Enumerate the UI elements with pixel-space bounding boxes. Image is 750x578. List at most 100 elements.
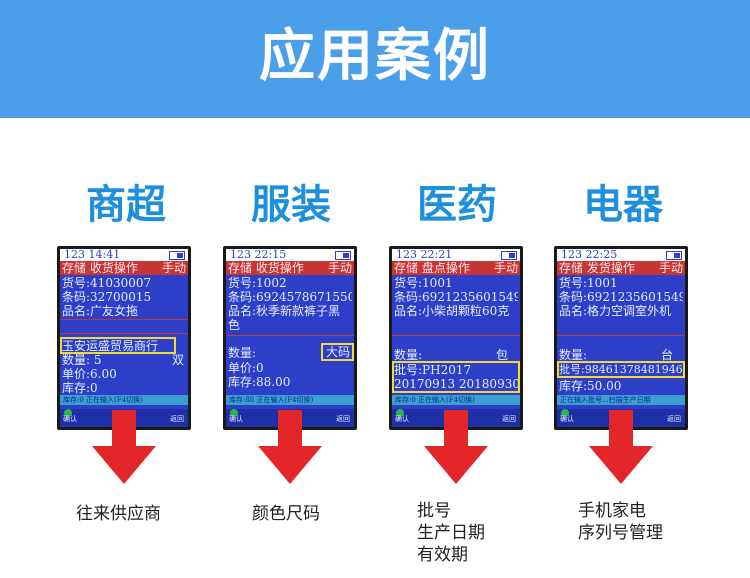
production-expiry-dates: 20170913 20180930 bbox=[394, 377, 518, 391]
device-screenshot-medicine: 123 22:21 存储 盘点操作 手动 货号:1001 条码:69212356… bbox=[389, 246, 523, 430]
serial-number: 批号:98461378481946 bbox=[559, 363, 683, 376]
quantity-label: 数量: bbox=[394, 348, 423, 362]
description-line: 颜色尺码 bbox=[252, 504, 320, 524]
status-time: 123 22:15 bbox=[230, 248, 287, 261]
divider bbox=[557, 335, 685, 336]
quantity-label: 数量: bbox=[559, 348, 588, 362]
quantity-unit: 台 bbox=[660, 348, 673, 362]
divider bbox=[392, 335, 520, 336]
quantity-value: 5 bbox=[93, 353, 102, 367]
quantity-unit: 双 bbox=[171, 353, 184, 367]
item-code: 货号:1002 bbox=[228, 276, 287, 290]
device-screenshot-clothing: 123 22:15 存储 收货操作 手动 货号:1002 条码:69245786… bbox=[223, 246, 357, 430]
device-screen: 123 14:41 存储 收货操作 手动 货号:41030007 条码:3270… bbox=[60, 249, 188, 427]
unit-price: 单价:6.00 bbox=[62, 367, 117, 381]
check-icon bbox=[230, 409, 238, 417]
back-softkey[interactable]: 返回 bbox=[336, 414, 350, 423]
device-screen: 123 22:25 存储 发货操作 手动 货号:1001 条码:69212356… bbox=[557, 249, 685, 427]
back-softkey[interactable]: 返回 bbox=[170, 414, 184, 423]
device-screenshot-appliance: 123 22:25 存储 发货操作 手动 货号:1001 条码:69212356… bbox=[554, 246, 688, 430]
operation-header: 存储 收货操作 手动 bbox=[226, 261, 354, 275]
stock: 库存:0 bbox=[62, 381, 98, 395]
item-code: 货号:1001 bbox=[394, 276, 453, 290]
input-mode: 手动 bbox=[327, 261, 352, 275]
input-status-bar: 库存:0 正在输入(F4切换) bbox=[60, 395, 188, 405]
status-time: 123 22:25 bbox=[561, 248, 618, 261]
product-name: 品名:格力空调室外机 bbox=[559, 304, 672, 318]
device-screen: 123 22:21 存储 盘点操作 手动 货号:1001 条码:69212356… bbox=[392, 249, 520, 427]
item-code: 货号:1001 bbox=[559, 276, 618, 290]
quantity-unit: 包 bbox=[495, 348, 508, 362]
input-mode: 手动 bbox=[493, 261, 518, 275]
banner-title: 应用案例 bbox=[259, 24, 491, 89]
operation-header: 存储 收货操作 手动 bbox=[60, 261, 188, 275]
divider bbox=[226, 335, 354, 336]
device-screen: 123 22:15 存储 收货操作 手动 货号:1002 条码:69245786… bbox=[226, 249, 354, 427]
divider bbox=[60, 333, 188, 334]
operation-title: 存储 盘点操作 bbox=[394, 261, 470, 275]
operation-title: 存储 收货操作 bbox=[62, 261, 138, 275]
unit-price: 单价:0 bbox=[228, 361, 264, 375]
status-bar: 123 22:21 bbox=[392, 249, 520, 261]
down-arrow-icon bbox=[589, 410, 653, 484]
description-line: 有效期 bbox=[417, 545, 468, 565]
highlight-box bbox=[392, 361, 520, 393]
status-time: 123 22:21 bbox=[396, 248, 453, 261]
input-mode: 手动 bbox=[658, 261, 683, 275]
input-status-bar: 库存:0 正在输入(F4切换) bbox=[392, 395, 520, 405]
description-line: 批号 bbox=[417, 501, 451, 521]
category-title-clothing: 服装 bbox=[251, 182, 331, 228]
category-title-appliance: 电器 bbox=[583, 182, 663, 228]
quantity-label-text: 数量: bbox=[62, 353, 91, 367]
status-time: 123 14:41 bbox=[64, 248, 121, 261]
confirm-softkey[interactable]: 确认 bbox=[229, 414, 243, 423]
check-icon bbox=[64, 409, 72, 417]
back-softkey[interactable]: 返回 bbox=[502, 414, 516, 423]
barcode: 条码:6921235601549 bbox=[394, 290, 518, 304]
quantity-label: 数量: 5 bbox=[62, 353, 172, 367]
operation-header: 存储 发货操作 手动 bbox=[557, 261, 685, 275]
input-mode: 手动 bbox=[161, 261, 186, 275]
down-arrow-icon bbox=[92, 410, 156, 484]
device-screenshot-supermarket: 123 14:41 存储 收货操作 手动 货号:41030007 条码:3270… bbox=[57, 246, 191, 430]
item-code: 货号:41030007 bbox=[62, 276, 152, 290]
description-clothing: 颜色尺码 bbox=[252, 503, 320, 525]
description-line: 往来供应商 bbox=[76, 504, 161, 524]
supplier-field: 玉安运盛贸易商行 bbox=[62, 339, 159, 353]
banner: 应用案例 bbox=[0, 0, 750, 118]
down-arrow-icon bbox=[424, 410, 488, 484]
highlight-box bbox=[321, 343, 354, 361]
description-line: 手机家电 bbox=[578, 501, 646, 521]
description-line: 生产日期 bbox=[417, 523, 485, 543]
category-title-medicine: 医药 bbox=[417, 182, 497, 228]
product-name: 品名:广友女拖 bbox=[62, 304, 139, 318]
description-line: 序列号管理 bbox=[578, 523, 663, 543]
barcode: 条码:32700015 bbox=[62, 290, 152, 304]
highlight-box bbox=[60, 337, 176, 354]
description-supermarket: 往来供应商 bbox=[76, 503, 161, 525]
check-icon bbox=[561, 409, 569, 417]
status-bar: 123 22:15 bbox=[226, 249, 354, 261]
back-softkey[interactable]: 返回 bbox=[667, 414, 681, 423]
stock: 库存:88.00 bbox=[228, 375, 291, 389]
operation-title: 存储 收货操作 bbox=[228, 261, 304, 275]
battery-icon bbox=[169, 251, 185, 260]
stock: 库存:50.00 bbox=[559, 379, 622, 393]
batch-number: 批号:PH2017 bbox=[394, 363, 472, 377]
quantity-label: 数量: bbox=[228, 346, 257, 360]
status-bar: 123 14:41 bbox=[60, 249, 188, 261]
barcode: 条码:6921235601549 bbox=[559, 290, 683, 304]
battery-icon bbox=[335, 251, 351, 260]
product-name: 品名:小柴胡颗粒60克 bbox=[394, 304, 510, 318]
input-status-bar: 正在输入批号...扫描生产日期 bbox=[557, 395, 685, 405]
divider bbox=[60, 319, 188, 320]
confirm-softkey[interactable]: 确认 bbox=[63, 414, 77, 423]
confirm-softkey[interactable]: 确认 bbox=[560, 414, 574, 423]
product-name: 品名:秋季新款裤子黑色 bbox=[228, 304, 341, 333]
status-bar: 123 22:25 bbox=[557, 249, 685, 261]
confirm-softkey[interactable]: 确认 bbox=[395, 414, 409, 423]
description-appliance: 手机家电 序列号管理 bbox=[578, 500, 663, 544]
size-field: 大码 bbox=[325, 345, 350, 359]
operation-title: 存储 发货操作 bbox=[559, 261, 635, 275]
highlight-box bbox=[557, 361, 685, 378]
